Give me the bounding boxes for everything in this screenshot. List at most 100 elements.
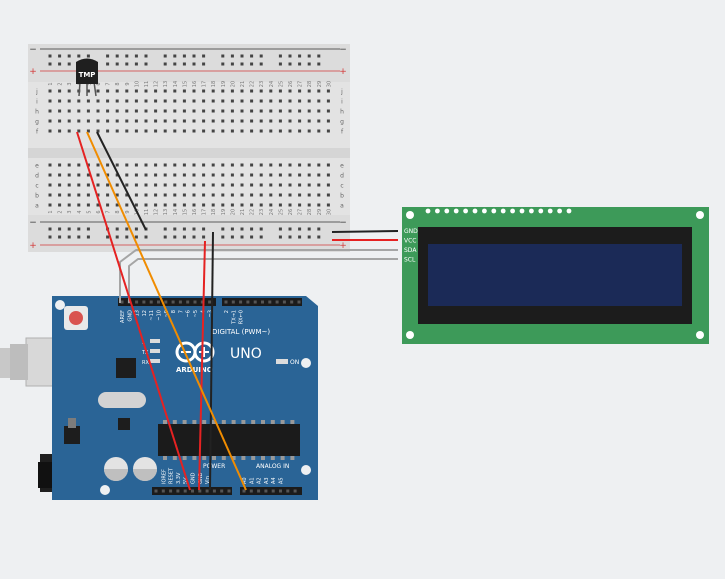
breadboard-hole bbox=[202, 203, 206, 207]
breadboard-hole bbox=[240, 173, 244, 177]
analog-pin-label: A0 bbox=[242, 477, 248, 484]
breadboard-hole bbox=[86, 99, 90, 103]
column-number: 20 bbox=[230, 209, 236, 215]
breadboard-hole bbox=[278, 99, 282, 103]
rail-hole bbox=[192, 227, 196, 231]
breadboard-hole bbox=[202, 183, 206, 187]
rail-hole bbox=[307, 54, 311, 58]
breadboard-hole bbox=[115, 129, 119, 133]
breadboard-hole bbox=[298, 99, 302, 103]
rail-hole bbox=[192, 235, 196, 239]
header-pin bbox=[264, 489, 268, 493]
breadboard-hole bbox=[144, 119, 148, 123]
led-label-rx: RX bbox=[142, 360, 149, 366]
breadboard-hole bbox=[288, 193, 292, 197]
sensor-label: TMP bbox=[79, 71, 96, 79]
breadboard-hole bbox=[278, 193, 282, 197]
wire-red-5v bbox=[198, 240, 206, 491]
column-number: 21 bbox=[240, 81, 246, 87]
breadboard-hole bbox=[134, 173, 138, 177]
breadboard-hole bbox=[230, 183, 234, 187]
breadboard-hole bbox=[259, 193, 263, 197]
breadboard-hole bbox=[125, 119, 129, 123]
breadboard-hole bbox=[58, 203, 62, 207]
row-letter: j bbox=[340, 89, 343, 96]
rail-hole bbox=[202, 54, 206, 58]
breadboard-hole bbox=[48, 163, 52, 167]
breadboard-hole bbox=[326, 89, 330, 93]
breadboard-hole bbox=[154, 193, 158, 197]
breadboard-hole bbox=[173, 183, 177, 187]
breadboard-hole bbox=[326, 99, 330, 103]
rail-sign: − bbox=[339, 218, 347, 228]
breadboard-hole bbox=[307, 173, 311, 177]
rail-hole bbox=[67, 62, 71, 66]
column-number: 25 bbox=[278, 81, 284, 87]
breadboard-hole bbox=[58, 129, 62, 133]
breadboard-hole bbox=[96, 183, 100, 187]
breadboard-hole bbox=[269, 193, 273, 197]
breadboard-hole bbox=[173, 129, 177, 133]
column-number: 24 bbox=[269, 209, 275, 215]
column-number: 30 bbox=[326, 209, 332, 215]
pin-label: ~5 bbox=[193, 310, 199, 317]
breadboard-hole bbox=[125, 203, 129, 207]
wires bbox=[76, 131, 399, 491]
breadboard-hole bbox=[125, 109, 129, 113]
breadboard-hole bbox=[259, 183, 263, 187]
rail-hole bbox=[77, 227, 81, 231]
chip-pin bbox=[280, 456, 285, 460]
breadboard-hole bbox=[221, 173, 225, 177]
breadboard-hole bbox=[77, 183, 81, 187]
header-pin bbox=[242, 489, 246, 493]
chip-pin bbox=[192, 456, 197, 460]
breadboard-hole bbox=[106, 183, 110, 187]
header-pin bbox=[224, 300, 228, 304]
pin-label: 7 bbox=[178, 310, 184, 313]
breadboard-hole bbox=[173, 203, 177, 207]
breadboard-hole bbox=[326, 173, 330, 177]
breadboard-hole bbox=[269, 183, 273, 187]
header-pin bbox=[142, 300, 146, 304]
header-pin bbox=[220, 489, 224, 493]
breadboard-hole bbox=[192, 173, 196, 177]
column-number: 27 bbox=[298, 81, 304, 87]
column-number: 1 bbox=[48, 82, 54, 85]
lcd-screen bbox=[428, 244, 682, 306]
breadboard-hole bbox=[163, 163, 167, 167]
row-letter: f bbox=[36, 129, 39, 136]
header-pin bbox=[161, 489, 165, 493]
breadboard-hole bbox=[58, 163, 62, 167]
rail-hole bbox=[48, 235, 52, 239]
breadboard-hole bbox=[288, 203, 292, 207]
breadboard-hole bbox=[269, 203, 273, 207]
breadboard-hole bbox=[134, 129, 138, 133]
status-led bbox=[150, 349, 160, 353]
breadboard-hole bbox=[58, 109, 62, 113]
breadboard-hole bbox=[250, 163, 254, 167]
breadboard-hole bbox=[154, 99, 158, 103]
column-number: 2 bbox=[58, 82, 64, 85]
breadboard-hole bbox=[58, 173, 62, 177]
status-led bbox=[150, 359, 160, 363]
header-pin bbox=[227, 489, 231, 493]
rail-hole bbox=[240, 227, 244, 231]
breadboard-hole bbox=[48, 183, 52, 187]
reset-button[interactable] bbox=[64, 306, 88, 330]
lcd-pin-hole bbox=[566, 208, 572, 214]
column-number: 12 bbox=[154, 81, 160, 87]
breadboard-hole bbox=[106, 89, 110, 93]
breadboard-hole bbox=[269, 129, 273, 133]
header-pin bbox=[191, 489, 194, 493]
breadboard-hole bbox=[173, 163, 177, 167]
breadboard-hole bbox=[288, 129, 292, 133]
rail-hole bbox=[106, 235, 110, 239]
analog-pin-label: A5 bbox=[279, 477, 285, 484]
rail-hole bbox=[182, 235, 186, 239]
breadboard-hole bbox=[77, 163, 81, 167]
lcd-pin-hole bbox=[453, 208, 459, 214]
wire-gray-scl bbox=[128, 258, 398, 303]
breadboard-hole bbox=[240, 183, 244, 187]
header-pin bbox=[239, 300, 243, 304]
header-pin bbox=[157, 300, 160, 304]
